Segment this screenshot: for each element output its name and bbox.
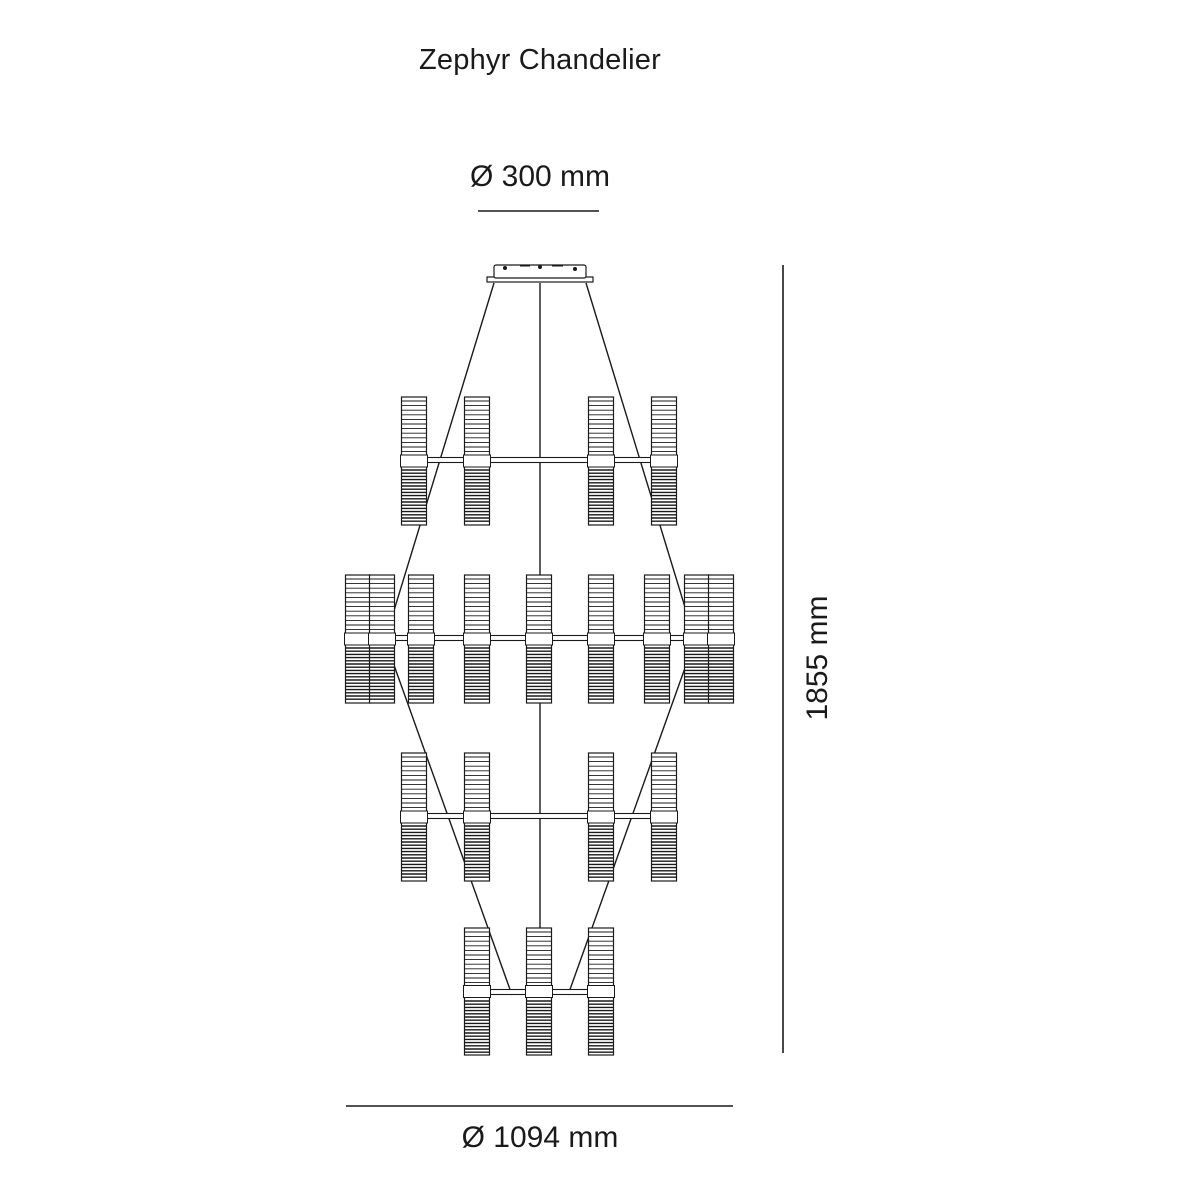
tier-1-bar (403, 456, 677, 464)
tier-2-shade-3 (407, 574, 435, 704)
tier-2-shade-1 (344, 574, 372, 704)
tier-3-shade-3 (587, 752, 615, 882)
tier-1-shade-2 (463, 396, 491, 526)
tier-3-shade-4 (650, 752, 678, 882)
tier-4-shade-3 (587, 927, 615, 1056)
tier-2-shade-4 (463, 574, 491, 704)
tier-1-shade-3 (587, 396, 615, 526)
tier-4-shade-2 (525, 927, 553, 1056)
canopy (486, 264, 594, 283)
tier-2-shade-7 (643, 574, 671, 704)
tier-2-shade-6 (587, 574, 615, 704)
tier-2-shade-8 (683, 574, 711, 704)
overall-diameter-label: Ø 1094 mm (461, 1121, 619, 1154)
canopy-diameter-label: Ø 300 mm (469, 160, 611, 193)
light-tiers (344, 396, 735, 1056)
tier-3-shade-1 (400, 752, 428, 882)
tier-2-shade-5 (525, 574, 553, 704)
tier-3-bar (403, 812, 677, 820)
tier-3-shade-2 (463, 752, 491, 882)
tier-2-shade-2 (368, 574, 396, 704)
tier-1-shade-4 (650, 396, 678, 526)
tier-1-shade-1 (400, 396, 428, 526)
tier-2-shade-9 (707, 574, 735, 704)
product-title: Zephyr Chandelier (419, 44, 661, 76)
tier-4-shade-1 (463, 927, 491, 1056)
